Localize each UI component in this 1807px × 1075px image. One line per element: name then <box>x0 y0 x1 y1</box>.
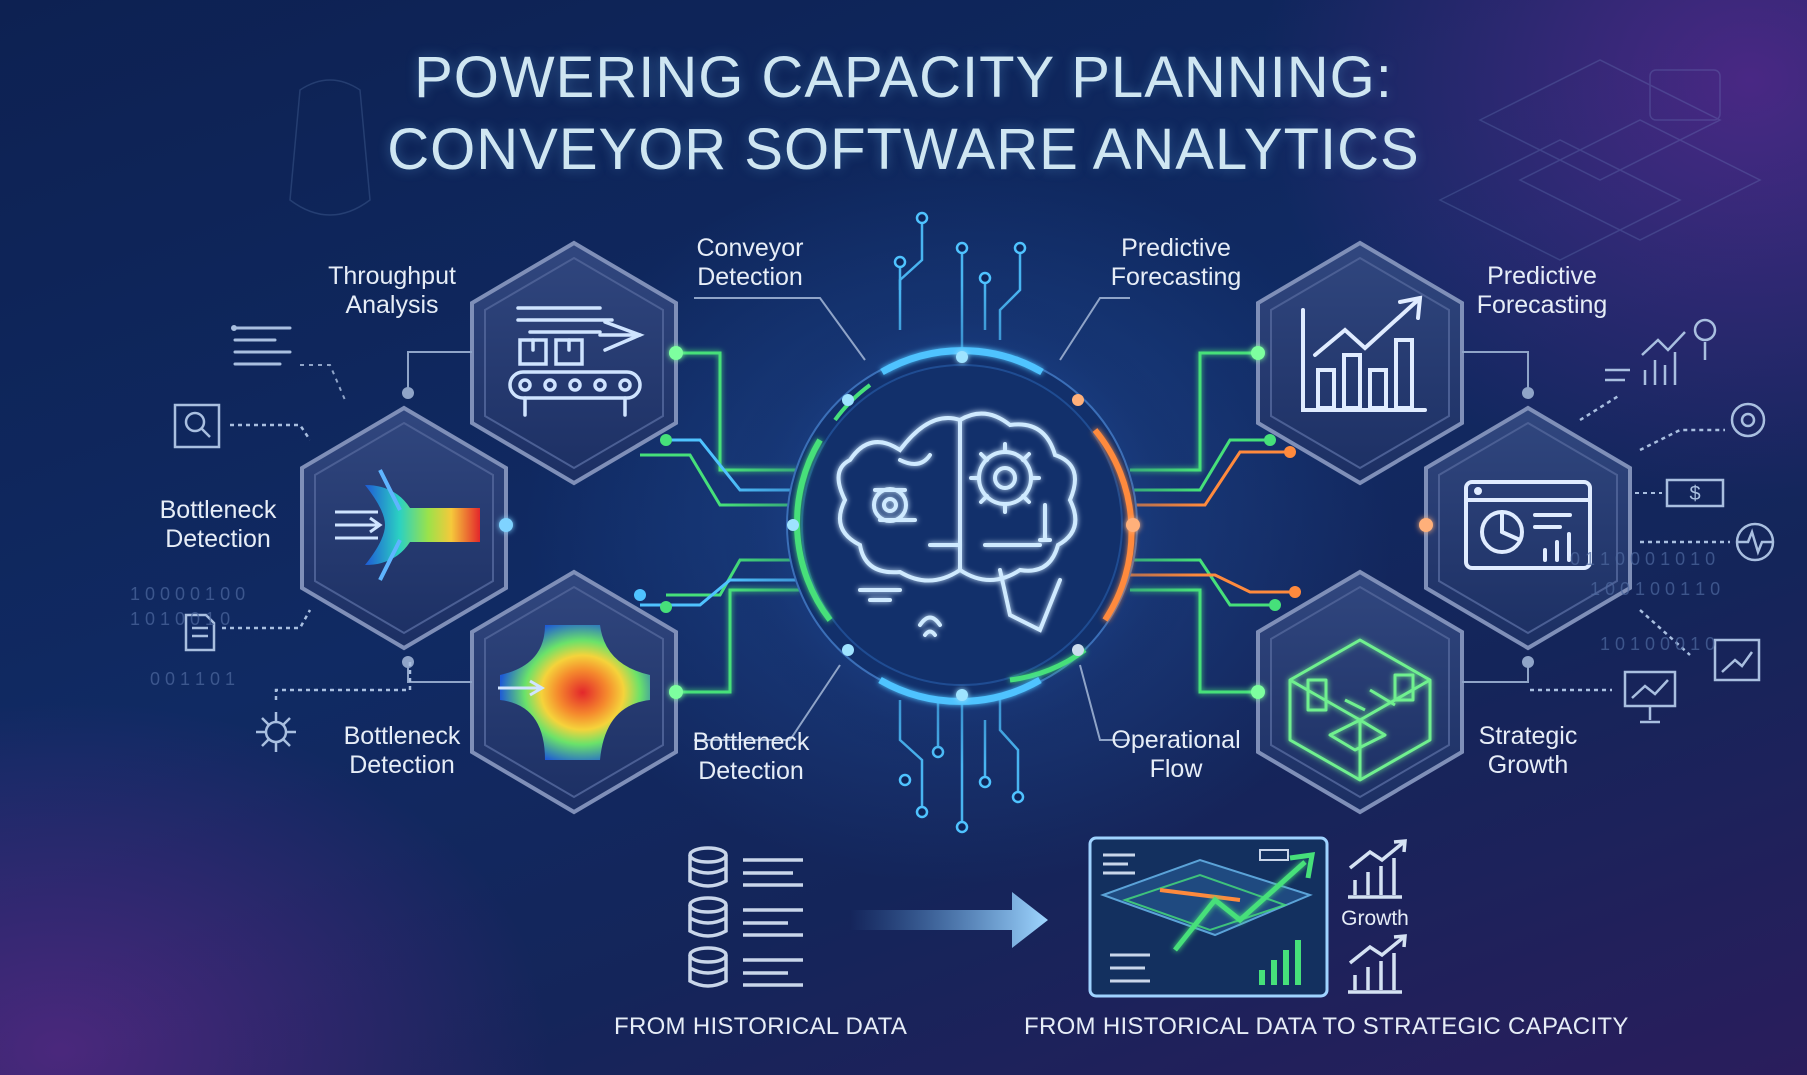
label-operational-flow: Operational Flow <box>1111 726 1241 783</box>
side-settings-badge-icon <box>1639 402 1766 452</box>
label-strategic-growth: Strategic Growth <box>1478 722 1578 779</box>
title-line-2: CONVEYOR SOFTWARE ANALYTICS <box>387 117 1420 182</box>
label-bottleneck-detection-lower: Bottleneck Detection <box>343 722 461 779</box>
binary-text-left: 1 0 0 0 0 1 0 0 1 0 1 0 0 1 0 0 0 1 1 0 … <box>130 584 245 689</box>
binary-line-left-3: 0 0 1 1 0 1 <box>150 669 235 689</box>
brain-gear-icon <box>836 411 1078 637</box>
side-search-icon <box>173 403 312 449</box>
title-line-1: POWERING CAPACITY PLANNING: <box>414 45 1393 110</box>
conveyor-belt-icon <box>508 306 645 417</box>
side-mini-chart-icon <box>1579 318 1717 422</box>
label-bottleneck-detection-center: Bottleneck Detection <box>692 728 810 785</box>
caption-strategic-capacity: FROM HISTORICAL DATA TO STRATEGIC CAPACI… <box>1024 1013 1629 1040</box>
side-network-icon <box>256 662 412 752</box>
warehouse-layout-icon <box>1288 638 1432 782</box>
side-dollar-icon: $ <box>1635 478 1725 508</box>
bottleneck-heatmap-icon <box>335 469 480 581</box>
label-growth: Growth <box>1341 907 1409 930</box>
binary-line-right-2: 1 0 0 1 0 0 1 1 0 <box>1590 579 1720 599</box>
label-predictive-forecasting-right: Predictive Forecasting <box>1476 262 1608 319</box>
label-predictive-forecasting-center: Predictive Forecasting <box>1110 234 1242 291</box>
database-stack-icons <box>688 846 803 988</box>
flow-arrow <box>850 892 1048 948</box>
strategic-capacity-dashboard <box>1088 836 1329 998</box>
side-document-icon <box>184 609 312 652</box>
growth-chart-icon-bottom <box>1348 934 1407 994</box>
side-pulse-icon <box>1640 522 1775 562</box>
binary-line-right-3: 1 0 1 0 0 0 1 0 <box>1600 634 1715 654</box>
growth-bar-chart-icon <box>1301 295 1427 412</box>
label-leader-lines <box>407 297 1529 741</box>
label-bottleneck-detection-left: Bottleneck Detection <box>159 496 277 553</box>
growth-chart-icon-top <box>1348 839 1407 899</box>
binary-line-right-1: 0 1 1 0 0 0 1 0 1 0 <box>1570 549 1715 569</box>
label-conveyor-detection: Conveyor Detection <box>696 234 804 291</box>
caption-from-historical-data: FROM HISTORICAL DATA <box>614 1013 908 1040</box>
label-throughput-analysis: Throughput Analysis <box>328 262 456 319</box>
side-dashed-connectors <box>300 364 346 401</box>
dashboard-monitor-icon <box>1464 480 1592 570</box>
side-list-icon <box>231 325 292 366</box>
hexagon-dashboard <box>1424 405 1632 651</box>
dollar-sign: $ <box>1689 483 1700 505</box>
circuit-trace-nodes <box>893 211 1027 834</box>
bottleneck-cross-heatmap-icon <box>498 625 650 760</box>
binary-text-right: 0 1 1 0 0 0 1 0 1 0 1 0 0 1 0 0 1 1 0 1 … <box>1570 549 1720 654</box>
side-presentation-icon <box>1530 609 1761 724</box>
binary-line-left-2: 1 0 1 0 0 1 0 <box>130 609 230 629</box>
background-city-decoration <box>289 59 1762 261</box>
binary-line-left-1: 1 0 0 0 0 1 0 0 <box>130 584 245 604</box>
hex-connector-dots <box>499 346 1433 699</box>
